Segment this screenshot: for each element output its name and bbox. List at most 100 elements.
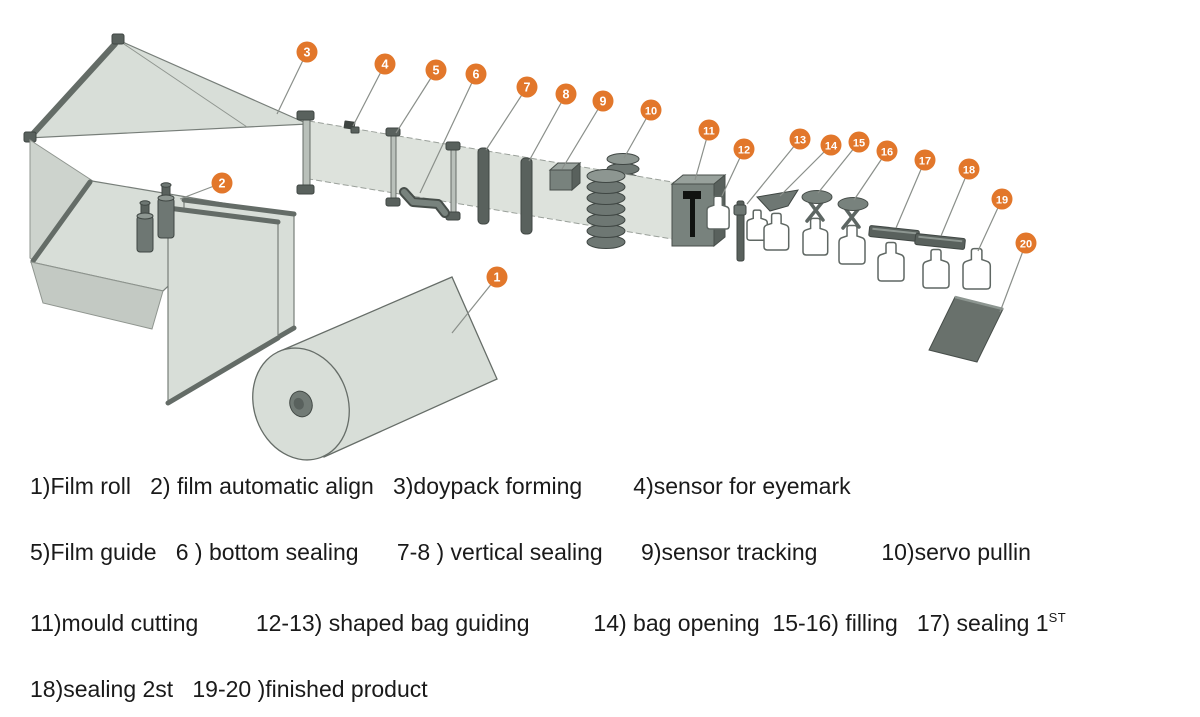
- badge-circle-17: [914, 149, 936, 171]
- badge-number-7: 7: [524, 80, 531, 94]
- legend: 1)Film roll 2) film automatic align 3)do…: [30, 471, 1190, 704]
- badge-circle-13: [789, 128, 811, 150]
- badge-number-5: 5: [433, 63, 440, 77]
- legend-line-4: 18)sealing 2st 19-20 )finished product: [30, 674, 1190, 704]
- forming-plate-fold: [117, 39, 248, 128]
- badge-number-12: 12: [738, 144, 750, 156]
- rod-cap: [445, 141, 461, 151]
- badge-circle-9: [592, 90, 614, 112]
- bag-stations: [706, 189, 992, 290]
- leader-line-15: [817, 141, 860, 194]
- badge-number-18: 18: [963, 164, 975, 176]
- vertical-sealing-bar-1: [477, 147, 490, 225]
- bag-opening-funnel-14: [756, 189, 800, 212]
- leader-line-6: [419, 73, 477, 194]
- actuator-body: [136, 215, 154, 253]
- badge-circle-20: [1015, 232, 1037, 254]
- badge-circle-7: [516, 76, 538, 98]
- roll-core-hole: [293, 397, 304, 410]
- legend-text: 5)Film guide 6 ) bottom sealing 7-8 ) ve…: [30, 539, 1031, 565]
- leader-line-1: [451, 276, 498, 334]
- legend-text: 11)mould cutting 12-13) shaped bag guidi…: [30, 610, 1049, 636]
- table-front-face: [30, 261, 164, 330]
- doypack-forming-assembly: [23, 33, 309, 406]
- badge-circle-2: [211, 172, 233, 194]
- roller-disc-top: [586, 169, 626, 183]
- post-cap: [296, 110, 315, 121]
- cutting-slot-stem: [690, 193, 695, 237]
- badge-circle-5: [425, 59, 447, 81]
- legend-text: 18)sealing 2st 19-20 )finished product: [30, 676, 428, 702]
- badge-circle-6: [465, 63, 487, 85]
- legend-line-3: 11)mould cutting 12-13) shaped bag guidi…: [30, 603, 1190, 638]
- film-align-actuators: [136, 182, 175, 253]
- badge-number-17: 17: [919, 155, 931, 167]
- badge-number-15: 15: [853, 137, 865, 149]
- badge-number-2: 2: [219, 176, 226, 190]
- badge-number-13: 13: [794, 134, 806, 146]
- badge-circle-1: [486, 266, 508, 288]
- legend-line-2: 5)Film guide 6 ) bottom sealing 7-8 ) ve…: [30, 537, 1190, 567]
- leader-line-9: [561, 100, 604, 170]
- guide-rod: [450, 145, 457, 217]
- sensor-front: [549, 169, 573, 191]
- actuator-top: [136, 212, 154, 220]
- post-rod: [302, 116, 311, 188]
- finished-bag-19: [962, 247, 992, 290]
- badge-circle-3: [296, 41, 318, 63]
- shaped-bag-14: [763, 212, 790, 251]
- leader-line-18: [940, 168, 970, 237]
- actuator-body: [157, 197, 175, 239]
- tracking-sensor: [548, 161, 582, 192]
- sealing-bar-highlight: [872, 227, 917, 235]
- badge-number-11: 11: [703, 125, 715, 137]
- filling-funnel-16: [837, 197, 869, 211]
- legend-line-1: 1)Film roll 2) film automatic align 3)do…: [30, 471, 1190, 501]
- guide-rod: [390, 131, 397, 203]
- bottom-sealing-guide: [399, 187, 450, 218]
- badge-number-9: 9: [600, 94, 607, 108]
- servo-pull-roller-front: [586, 169, 626, 249]
- leader-line-17: [895, 159, 926, 229]
- finished-product-tray: [928, 295, 1004, 363]
- rod-cap: [385, 197, 401, 207]
- roller-disc-top: [606, 153, 640, 165]
- leader-line-3: [276, 51, 308, 115]
- badge-number-3: 3: [304, 45, 311, 59]
- shaped-bag-17: [877, 241, 905, 282]
- badge-circle-12: [733, 138, 755, 160]
- bag-guide-rail-13: [736, 200, 745, 262]
- leader-line-7: [485, 86, 528, 151]
- badge-circle-11: [698, 119, 720, 141]
- badge-number-16: 16: [881, 146, 893, 158]
- actuator-cap: [160, 182, 172, 188]
- sensor-clip-foot: [350, 126, 360, 134]
- badge-circle-15: [848, 131, 870, 153]
- table-edge-rail: [30, 179, 93, 264]
- legend-text: 1)Film roll 2) film automatic align 3)do…: [30, 473, 851, 499]
- vertical-sealing-bar-2: [520, 157, 533, 235]
- badge-circle-10: [640, 99, 662, 121]
- badge-number-10: 10: [645, 105, 657, 117]
- sealing-bar-2nd: [914, 233, 966, 250]
- film-guide-rods: [385, 127, 461, 221]
- actuator-cap: [139, 200, 151, 206]
- forming-plate-rail: [29, 41, 118, 138]
- tray-edge: [954, 295, 1004, 311]
- shaped-bag-15: [802, 217, 829, 256]
- panel-rail: [181, 197, 297, 217]
- legend-superscript: ST: [1048, 610, 1067, 625]
- actuator-top: [157, 194, 175, 202]
- forming-corner-cap: [111, 33, 125, 45]
- filling-funnel-15: [801, 190, 833, 204]
- shaped-bag-18: [922, 248, 950, 289]
- sealing-bar-highlight: [918, 235, 963, 243]
- badge-number-4: 4: [382, 57, 389, 71]
- badge-circle-19: [991, 188, 1013, 210]
- bag-guide-clamp-13: [733, 204, 747, 216]
- leader-line-14: [779, 144, 832, 197]
- shaped-bag-16: [838, 224, 866, 265]
- badge-number-6: 6: [473, 67, 480, 81]
- badge-circle-4: [374, 53, 396, 75]
